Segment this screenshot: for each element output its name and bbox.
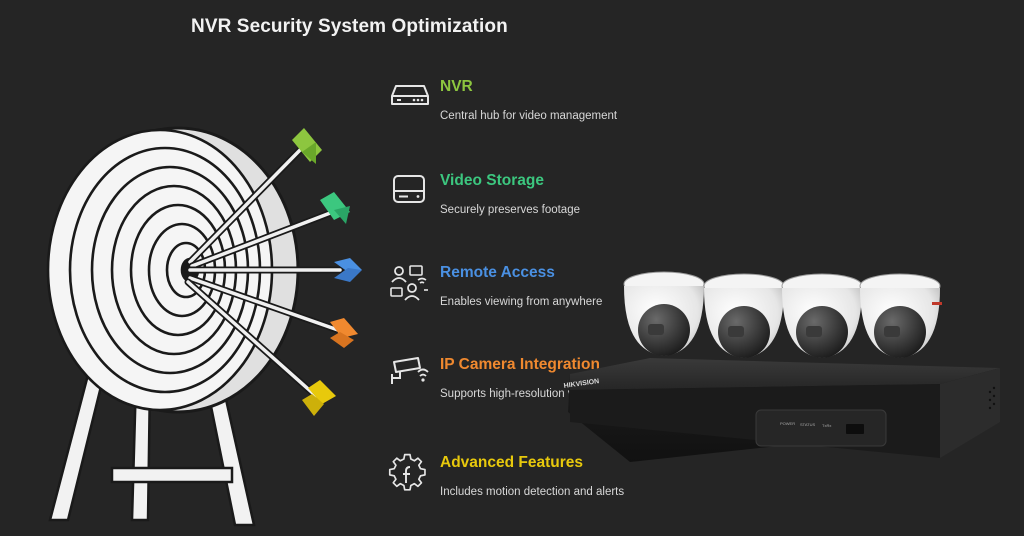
arrow-blue — [186, 258, 362, 282]
feature-remote-access: Remote Access Enables viewing from anywh… — [388, 262, 948, 332]
feature-label: Video Storage — [440, 172, 544, 189]
nvr-indicator-power: POWER — [780, 421, 795, 426]
remote-users-icon — [390, 265, 428, 301]
feature-description: Central hub for video management — [440, 110, 618, 122]
target-illustration — [46, 126, 362, 527]
nvr-camera-kit-illustration: HIKVISION POWER STATUS TxRx — [563, 271, 1000, 462]
arrows — [184, 128, 362, 416]
hard-drive-icon — [393, 175, 425, 203]
arrow-green — [186, 128, 322, 266]
nvr-indicator-txrx: TxRx — [822, 423, 831, 428]
feature-label: Advanced Features — [440, 454, 583, 471]
nvr-device-icon — [391, 85, 429, 105]
arrow-orange — [186, 274, 358, 348]
feature-nvr: NVR Central hub for video management — [388, 76, 948, 146]
feature-description: Supports high-resolution video — [440, 388, 596, 400]
nvr-brand-label: HIKVISION — [563, 378, 599, 390]
feature-description: Enables viewing from anywhere — [440, 296, 603, 308]
cctv-camera-icon — [391, 357, 429, 384]
dome-camera-1 — [623, 271, 705, 356]
feature-label: Remote Access — [440, 264, 555, 281]
page-title: NVR Security System Optimization — [191, 16, 508, 37]
arrow-yellow — [184, 278, 336, 416]
feature-label: NVR — [440, 78, 473, 95]
dome-camera-3 — [781, 273, 863, 358]
nvr-indicator-status: STATUS — [800, 422, 816, 427]
dome-camera-2 — [703, 273, 785, 358]
arrow-teal — [188, 192, 350, 270]
feature-description: Securely preserves footage — [440, 204, 580, 216]
feature-description: Includes motion detection and alerts — [440, 486, 625, 498]
vent-holes — [988, 386, 996, 410]
settings-gear-icon — [388, 453, 426, 491]
feature-label: IP Camera Integration — [440, 356, 600, 373]
feature-ip-camera: IP Camera Integration Supports high-reso… — [388, 354, 948, 424]
feature-video-storage: Video Storage Securely preserves footage — [388, 170, 948, 240]
dome-camera-4 — [859, 273, 942, 358]
nvr-recorder: HIKVISION POWER STATUS TxRx — [563, 358, 1000, 462]
feature-advanced: Advanced Features Includes motion detect… — [388, 452, 948, 522]
